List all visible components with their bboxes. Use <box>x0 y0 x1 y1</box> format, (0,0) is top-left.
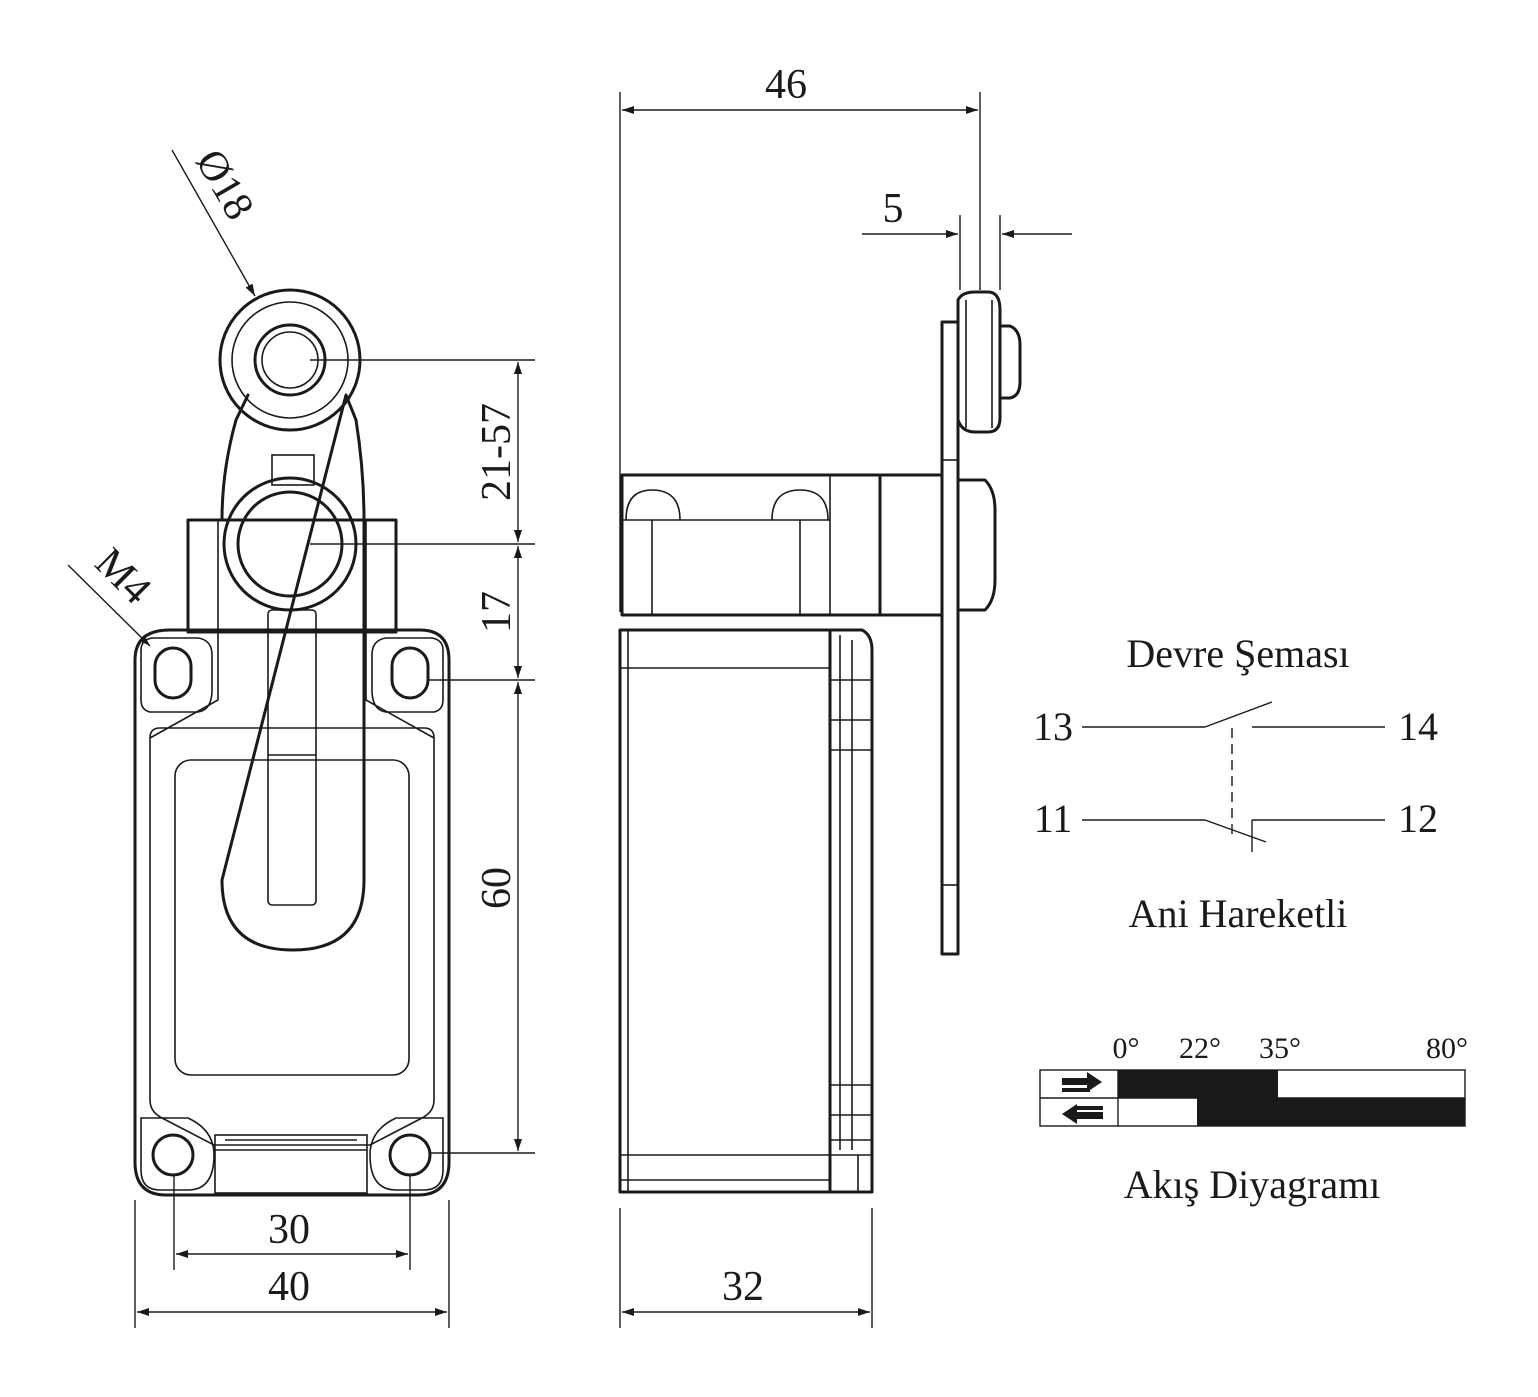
flow-title: Akış Diyagramı <box>1124 1162 1381 1207</box>
circuit-title: Devre Şeması <box>1126 631 1349 676</box>
dim-body-width: 40 <box>268 1264 310 1310</box>
angle-0: 0° <box>1113 1032 1140 1065</box>
side-shaft-hub <box>878 473 944 617</box>
dim-shaft-to-hole: 17 <box>474 591 520 633</box>
terminal-12: 12 <box>1398 796 1438 841</box>
right-arrow-icon <box>1062 1072 1102 1092</box>
side-body <box>618 628 832 1194</box>
flow-diagram: 0° 22° 35° 80° Akış Diyagramı <box>1039 1032 1468 1207</box>
angle-22: 22° <box>1179 1032 1221 1065</box>
lever-arm[interactable] <box>220 393 366 952</box>
mounting-hole <box>140 1117 215 1191</box>
dim-hole-spacing-horizontal: 30 <box>268 1207 310 1253</box>
circuit-subtitle: Ani Hareketli <box>1129 891 1348 936</box>
side-lever-plate[interactable] <box>940 320 960 956</box>
mounting-hole <box>140 637 213 713</box>
dim-arm-length: 21-57 <box>474 403 520 501</box>
dim-total-depth: 46 <box>765 62 807 108</box>
terminal-13: 13 <box>1033 704 1073 749</box>
head-block <box>186 518 398 634</box>
cover-recess <box>174 759 410 1076</box>
side-head <box>620 473 882 617</box>
angle-80: 80° <box>1426 1032 1468 1065</box>
dim-hole-spacing-vertical: 60 <box>474 867 520 909</box>
front-view <box>133 288 451 1197</box>
mounting-hole <box>371 637 444 713</box>
terminal-14: 14 <box>1398 704 1438 749</box>
side-roller[interactable] <box>956 290 1022 434</box>
flow-bar-forward <box>1118 1070 1278 1098</box>
dim-roller-diameter: Ø18 <box>186 142 262 228</box>
circuit-diagram: Devre Şeması 13 14 11 12 Ani Hareketli <box>1033 631 1438 936</box>
dim-body-depth: 32 <box>722 1264 764 1310</box>
terminal-11: 11 <box>1034 796 1073 841</box>
dim-thread: M4 <box>86 540 160 614</box>
side-dimensions: 46 5 32 <box>619 62 1072 1328</box>
left-arrow-icon <box>1062 1104 1103 1124</box>
side-view <box>618 290 1022 1194</box>
side-cover <box>828 628 874 1194</box>
body-outline <box>133 628 451 1197</box>
angle-35: 35° <box>1259 1032 1301 1065</box>
flow-bar-return <box>1197 1098 1465 1126</box>
mounting-hole <box>369 1117 444 1191</box>
dim-roller-width: 5 <box>883 186 904 232</box>
